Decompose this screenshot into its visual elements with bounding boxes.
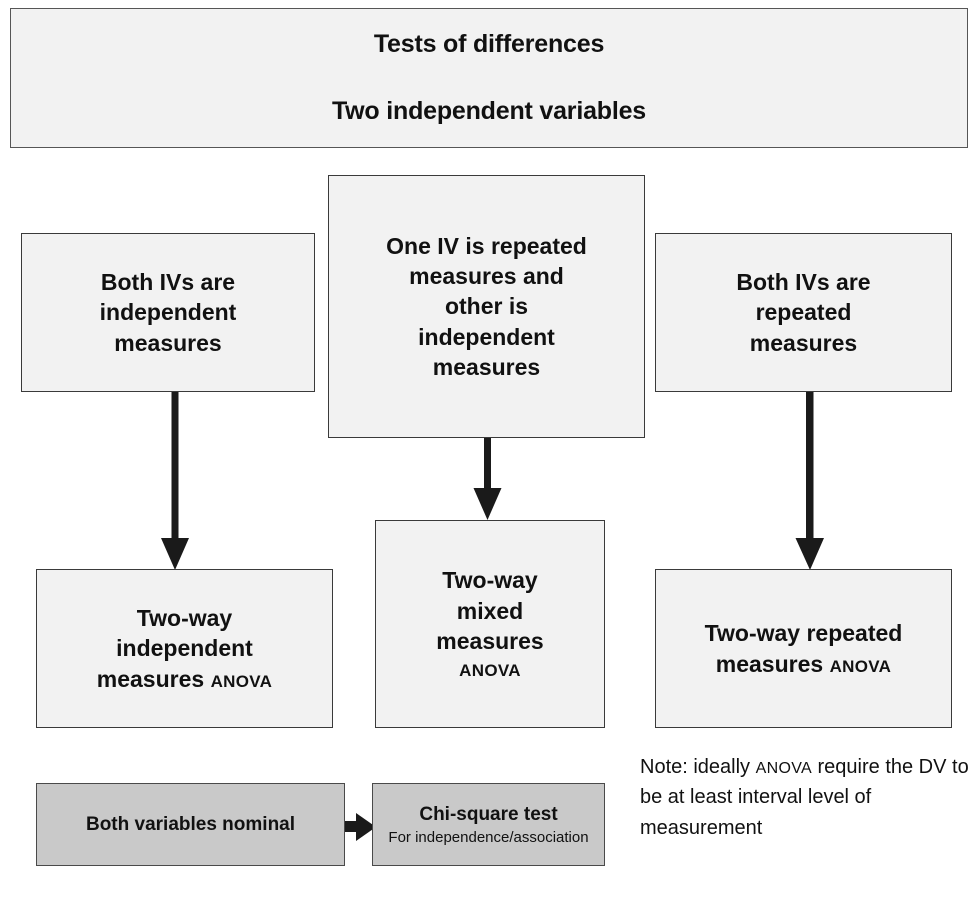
result-line-with-anova: measures ANOVA [97, 664, 272, 694]
condition-line: independent [418, 323, 555, 350]
result-line-with-anova: measures ANOVA [716, 649, 891, 679]
condition-line: independent [99, 299, 237, 326]
condition-line: measures [749, 329, 858, 356]
result-line: Two-way [136, 604, 233, 631]
result-line: measures [715, 650, 824, 677]
anova-label: ANOVA [459, 661, 521, 681]
arrow-right-down [795, 392, 824, 570]
result-line: mixed [456, 597, 524, 624]
arrow-left-down [161, 392, 189, 570]
result-line: measures [436, 627, 544, 654]
result-line: Two-way repeated [704, 620, 903, 647]
result-box-two-way-mixed-anova: Two-way mixed measures ANOVA [375, 520, 605, 728]
condition-line: One IV is repeated [386, 232, 587, 259]
condition-line: other is [444, 293, 529, 320]
condition-line: measures and [409, 262, 564, 289]
chi-square-test-box: Chi-square test For independence/associa… [372, 783, 605, 866]
anova-label: ANOVA [829, 656, 892, 676]
header-title-line2: Two independent variables [331, 97, 647, 125]
note-part1: Note: ideally [640, 756, 756, 778]
condition-box-both-repeated: Both IVs are repeated measures [655, 233, 952, 392]
nominal-label: Both variables nominal [85, 813, 296, 835]
note-part2: require the DV to be at least interval l… [640, 756, 969, 839]
arrow-center-down [473, 438, 502, 520]
header-title-line1: Tests of differences [373, 30, 605, 58]
nominal-variables-box: Both variables nominal [36, 783, 345, 866]
result-line: measures [96, 665, 205, 692]
result-box-two-way-repeated-anova: Two-way repeated measures ANOVA [655, 569, 952, 728]
chi-square-title: Chi-square test [419, 803, 558, 825]
condition-line: repeated [755, 299, 852, 326]
note-anova-small-caps: ANOVA [755, 760, 812, 777]
condition-line: Both IVs are [100, 268, 236, 295]
result-line: independent [116, 635, 253, 662]
result-line: Two-way [442, 567, 538, 594]
header-box: Tests of differences Two independent var… [10, 8, 968, 148]
chi-square-subtitle: For independence/association [388, 829, 589, 847]
condition-box-mixed: One IV is repeated measures and other is… [328, 175, 645, 438]
condition-box-both-independent: Both IVs are independent measures [21, 233, 315, 392]
result-box-two-way-independent-anova: Two-way independent measures ANOVA [36, 569, 333, 728]
condition-line: measures [114, 329, 222, 356]
condition-line: measures [432, 354, 541, 381]
anova-label: ANOVA [210, 671, 273, 691]
note-text: Note: ideally ANOVA require the DV to be… [640, 752, 970, 843]
condition-line: Both IVs are [736, 268, 871, 295]
